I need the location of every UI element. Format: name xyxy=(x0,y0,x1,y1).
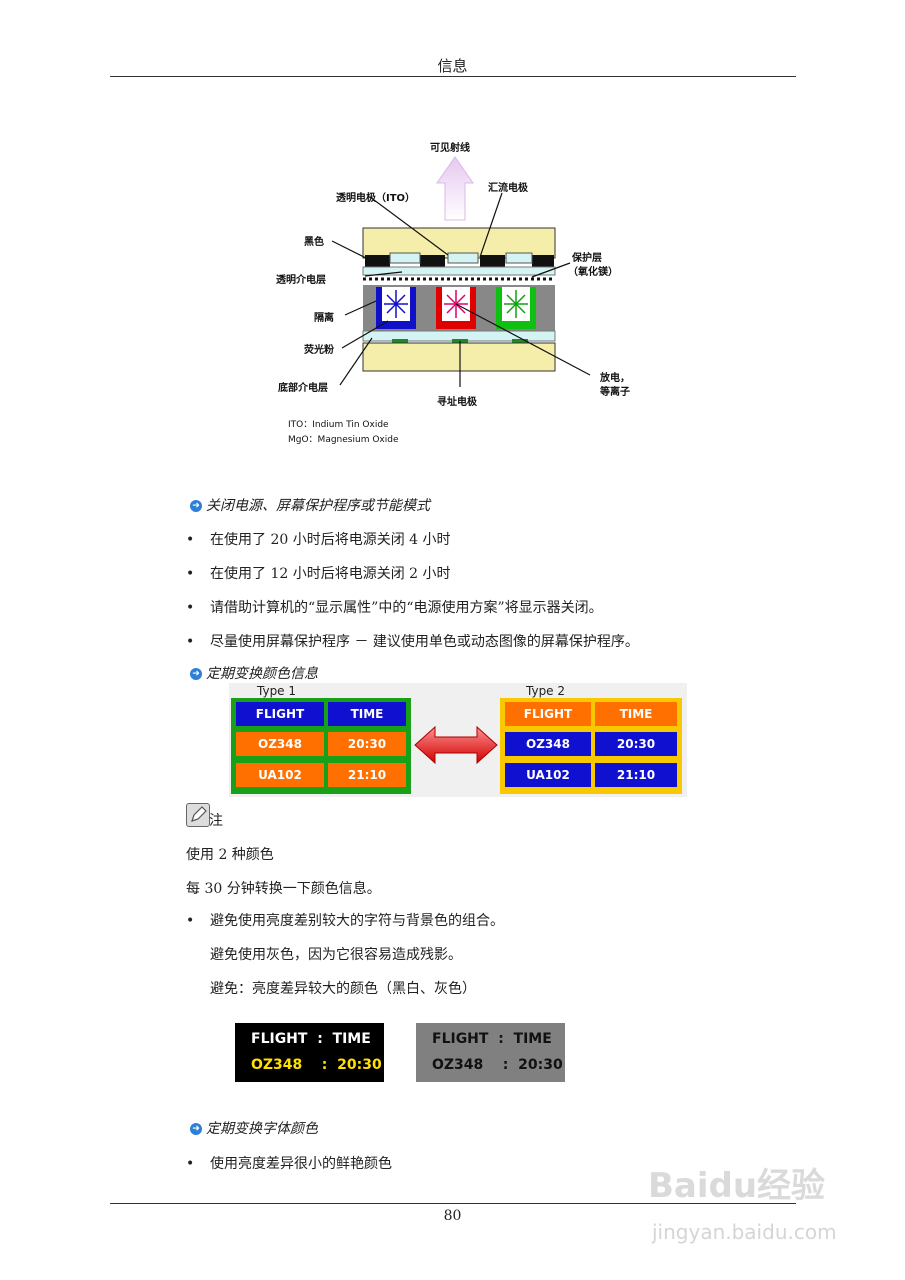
type2-cell: OZ348 xyxy=(505,732,591,756)
arrow-circle-icon: ➜ xyxy=(190,1123,202,1135)
section-title-power-off: ➜关闭电源、屏幕保护程序或节能模式 xyxy=(190,495,430,515)
type1-cell: TIME xyxy=(328,702,406,726)
label-phosphor: 荧光粉 xyxy=(304,345,334,356)
gray-contrast-demo: FLIGHT : TIME OZ348 : 20:30 xyxy=(416,1023,565,1082)
label-ito-electrode: 透明电极（ITO） xyxy=(336,193,416,204)
demo-row: FLIGHT : TIME xyxy=(251,1031,371,1047)
page-number: 80 xyxy=(443,1208,462,1224)
type1-cell: OZ348 xyxy=(236,732,324,756)
green-phosphor xyxy=(496,287,536,329)
label-address-electrode: 寻址电极 xyxy=(437,397,477,408)
watermark-brand: Baidu经验 xyxy=(648,1166,826,1206)
type2-cell: 21:10 xyxy=(595,763,677,787)
red-phosphor xyxy=(436,287,476,329)
type1-cell: UA102 xyxy=(236,763,324,787)
list-item: •请借助计算机的“显示属性”中的“电源使用方案”将显示器关闭。 xyxy=(186,600,603,616)
type2-cell: FLIGHT xyxy=(505,702,591,726)
arrow-circle-icon: ➜ xyxy=(190,500,202,512)
label-black: 黑色 xyxy=(304,237,324,248)
demo-row: OZ348 : 20:30 xyxy=(251,1057,382,1073)
type1-cell: FLIGHT xyxy=(236,702,324,726)
arrow-circle-icon: ➜ xyxy=(190,668,202,680)
note-label: 注 xyxy=(209,813,223,829)
list-item: •使用亮度差异很小的鲜艳颜色 xyxy=(186,1156,392,1172)
page-header-title: 信息 xyxy=(437,57,468,75)
label-protective-layer-note: （氧化镁） xyxy=(568,267,618,278)
label-protective-layer: 保护层 xyxy=(572,253,602,264)
footer-rule xyxy=(110,1203,796,1204)
note-sub-line: 避免：亮度差异较大的颜色（黑白、灰色） xyxy=(210,981,476,997)
pdp-structure-diagram: 可见射线 透明电极（ITO） 汇流电极 黑色 透明介电层 保护层 （氧化镁） 隔… xyxy=(270,135,650,450)
label-barrier: 隔离 xyxy=(314,313,334,324)
type2-cell: TIME xyxy=(595,702,677,726)
black-strip xyxy=(365,255,390,267)
type2-label: Type 2 xyxy=(526,684,566,698)
watermark-url: jingyan.baidu.com xyxy=(652,1220,837,1244)
visible-ray-arrow xyxy=(436,156,474,221)
note-sub-line: 避免使用灰色，因为它很容易造成残影。 xyxy=(210,947,462,963)
list-item: •避免使用亮度差别较大的字符与背景色的组合。 xyxy=(186,913,504,929)
label-visible-rays: 可见射线 xyxy=(430,143,470,154)
header-rule xyxy=(110,76,796,77)
label-plasma: 等离子 xyxy=(600,387,630,398)
label-discharge: 放电， xyxy=(600,373,630,384)
back-glass xyxy=(362,342,556,372)
label-bus-electrode: 汇流电极 xyxy=(488,183,528,194)
list-item: •在使用了 12 小时后将电源关闭 2 小时 xyxy=(186,566,451,582)
type1-label: Type 1 xyxy=(257,684,297,698)
list-item: •在使用了 20 小时后将电源关闭 4 小时 xyxy=(186,532,451,548)
note-icon xyxy=(186,803,210,827)
label-bottom-dielectric: 底部介电层 xyxy=(278,383,328,394)
section-title-font-color: ➜定期变换字体颜色 xyxy=(190,1118,318,1138)
color-type-figure: Type 1 Type 2 FLIGHT TIME OZ348 20:30 UA… xyxy=(229,683,687,797)
label-transparent-dielectric: 透明介电层 xyxy=(276,275,326,286)
blue-phosphor xyxy=(376,287,416,329)
note-line: 使用 2 种颜色 xyxy=(186,847,274,863)
type1-cell: 21:10 xyxy=(328,763,406,787)
type2-cell: 20:30 xyxy=(595,732,677,756)
note-line: 每 30 分钟转换一下颜色信息。 xyxy=(186,881,381,897)
type2-cell: UA102 xyxy=(505,763,591,787)
type1-cell: 20:30 xyxy=(328,732,406,756)
list-item: •尽量使用屏幕保护程序 － 建议使用单色或动态图像的屏幕保护程序。 xyxy=(186,634,639,650)
black-contrast-demo: FLIGHT : TIME OZ348 : 20:30 xyxy=(235,1023,384,1082)
section-title-color-change: ➜定期变换颜色信息 xyxy=(190,663,318,683)
legend-mgo: MgO：Magnesium Oxide xyxy=(288,435,399,445)
legend-ito: ITO：Indium Tin Oxide xyxy=(288,420,389,430)
pdp-diagram-svg xyxy=(331,156,591,387)
double-arrow-icon xyxy=(414,725,498,765)
demo-row: FLIGHT : TIME xyxy=(432,1031,552,1047)
demo-row: OZ348 : 20:30 xyxy=(432,1057,563,1073)
